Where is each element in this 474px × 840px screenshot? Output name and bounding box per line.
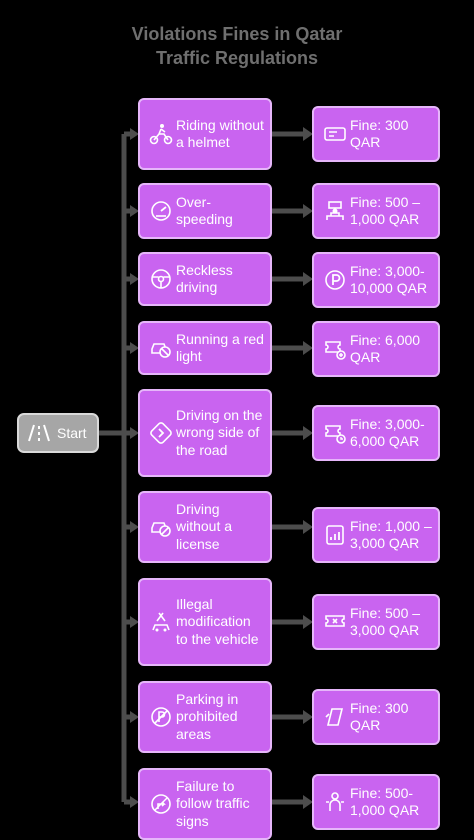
fine-box-reckless: Fine: 3,000-10,000 QAR xyxy=(312,252,440,308)
fine-box-helmet: Fine: 300 QAR xyxy=(312,106,440,162)
connector-arrowhead xyxy=(303,426,313,440)
violation-label: Over-speeding xyxy=(176,193,233,228)
connector-arrowhead xyxy=(303,520,313,534)
violation-box-parking: Parking in prohibited areas xyxy=(138,681,272,753)
connector-arrowhead xyxy=(130,796,139,808)
fine-label: Fine: 500 – 1,000 QAR xyxy=(350,193,421,228)
fine-label: Fine: 300 QAR xyxy=(350,699,409,734)
fine-box-modification: Fine: 500 – 3,000 QAR xyxy=(312,594,440,650)
connector-arrowhead xyxy=(303,795,313,809)
ticket-plus-icon xyxy=(325,341,346,360)
connector-arrowhead xyxy=(303,204,313,218)
connector-arrowhead xyxy=(130,342,139,354)
start-label: Start xyxy=(57,425,87,441)
speedometer-icon xyxy=(151,201,171,221)
fine-label: Fine: 300 QAR xyxy=(350,116,409,151)
connector-arrowhead xyxy=(130,616,139,628)
road-icon xyxy=(28,424,50,442)
traffic-officer-icon xyxy=(326,792,344,811)
ticket-icon xyxy=(324,127,346,141)
traffic-police-icon xyxy=(326,201,344,220)
fine-label: Fine: 500-1,000 QAR xyxy=(350,784,420,819)
diagram-title: Violations Fines in Qatar Traffic Regula… xyxy=(0,22,474,70)
connector-arrowhead xyxy=(303,341,313,355)
car-prohibited-icon xyxy=(151,343,171,358)
connector-arrowhead xyxy=(130,521,139,533)
violation-box-traffic-signs: Failure to follow traffic signs xyxy=(138,768,272,840)
fine-label: Fine: 500 – 3,000 QAR xyxy=(350,604,421,639)
violation-label: Driving without a license xyxy=(176,500,233,552)
fine-label: Fine: 3,000-10,000 QAR xyxy=(350,262,428,297)
no-turn-sign-icon xyxy=(151,794,171,814)
no-parking-icon xyxy=(151,707,171,727)
violation-label: Riding without a helmet xyxy=(176,116,264,151)
car-no-license-icon xyxy=(151,522,171,537)
connector-arrowhead xyxy=(130,711,139,723)
document-chart-icon xyxy=(326,525,344,545)
fine-label: Fine: 1,000 – 3,000 QAR xyxy=(350,517,432,552)
violation-label: Running a red light xyxy=(176,330,264,365)
connector-arrowhead xyxy=(303,127,313,141)
motorcycle-rider-icon xyxy=(149,124,173,145)
fine-box-red-light: Fine: 6,000 QAR xyxy=(312,321,440,377)
violation-box-helmet: Riding without a helmet xyxy=(138,98,272,170)
title-line-2: Traffic Regulations xyxy=(155,48,319,68)
title-line-1: Violations Fines in Qatar xyxy=(131,24,343,44)
connector-arrowhead xyxy=(303,272,313,286)
parking-coin-icon xyxy=(325,270,345,290)
violation-box-wrong-side: Driving on the wrong side of the road xyxy=(138,389,272,477)
steering-wheel-icon xyxy=(151,269,171,289)
fine-box-speeding: Fine: 500 – 1,000 QAR xyxy=(312,183,440,239)
connector-arrowhead xyxy=(130,427,139,439)
connector-arrowhead xyxy=(130,128,139,140)
violation-box-speeding: Over-speeding xyxy=(138,183,272,239)
violation-label: Driving on the wrong side of the road xyxy=(176,406,263,458)
connector-arrowhead xyxy=(130,205,139,217)
start-node: Start xyxy=(17,413,99,453)
fine-box-no-license: Fine: 1,000 – 3,000 QAR xyxy=(312,507,440,563)
violation-label: Parking in prohibited areas xyxy=(176,690,239,742)
ticket-clock-icon xyxy=(325,425,346,444)
connector-arrowhead xyxy=(303,615,313,629)
connector-arrowhead xyxy=(130,273,139,285)
fine-box-parking: Fine: 300 QAR xyxy=(312,689,440,745)
connector-arrowhead xyxy=(303,710,313,724)
parking-ticket-icon xyxy=(325,708,344,726)
fine-box-wrong-side: Fine: 3,000-6,000 QAR xyxy=(312,405,440,461)
violation-label: Reckless driving xyxy=(176,261,233,296)
fine-label: Fine: 6,000 QAR xyxy=(350,331,421,366)
violation-box-modification: Illegal modification to the vehicle xyxy=(138,578,272,666)
direction-sign-icon xyxy=(150,422,172,444)
violation-label: Failure to follow traffic signs xyxy=(176,777,250,829)
fine-label: Fine: 3,000-6,000 QAR xyxy=(350,415,425,450)
ticket-cross-icon xyxy=(325,615,345,627)
violation-box-no-license: Driving without a license xyxy=(138,491,272,563)
fine-box-traffic-signs: Fine: 500-1,000 QAR xyxy=(312,774,440,830)
violation-box-red-light: Running a red light xyxy=(138,321,272,375)
violation-label: Illegal modification to the vehicle xyxy=(176,595,259,647)
car-repair-icon xyxy=(152,612,170,632)
violation-box-reckless: Reckless driving xyxy=(138,252,272,306)
